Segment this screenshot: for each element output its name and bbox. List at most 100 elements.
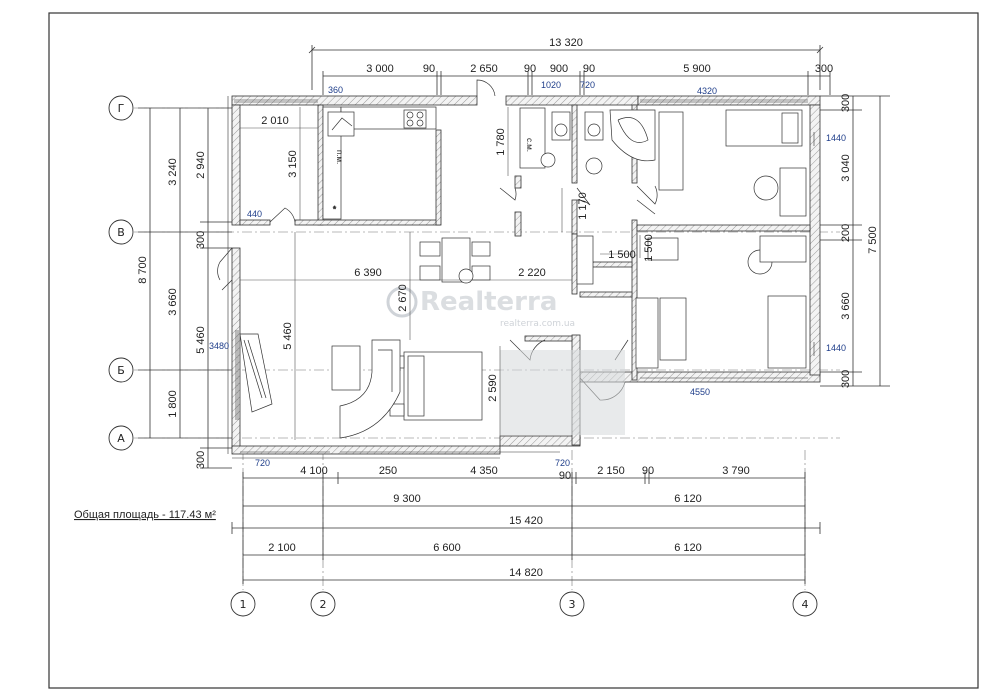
dim-bottom-row3: 15 420 bbox=[509, 515, 543, 527]
desk bbox=[779, 167, 807, 217]
dim-bottom-row1: 250 bbox=[379, 465, 397, 477]
axis-marker-a: А bbox=[108, 425, 134, 451]
fridge-icon: * bbox=[333, 205, 336, 214]
watermark-site: realterra.com.ua bbox=[500, 319, 575, 329]
blue-label: 1440 bbox=[826, 133, 846, 143]
dim-bottom-row1: 90 bbox=[642, 465, 654, 477]
right-dimensions bbox=[820, 95, 890, 387]
walls bbox=[231, 95, 821, 455]
dim-right-inner: 300 bbox=[840, 94, 852, 112]
dim-top-seg: 90 bbox=[583, 63, 595, 75]
dim-interior: 1 170 bbox=[577, 192, 589, 220]
sofa bbox=[658, 111, 684, 191]
dim-interior: 3 150 bbox=[287, 150, 299, 178]
dim-interior: 1 500 bbox=[608, 249, 636, 261]
dim-top-seg: 300 bbox=[815, 63, 833, 75]
tv-stand bbox=[239, 333, 273, 413]
chair bbox=[753, 175, 779, 201]
dim-bottom-row1: 2 150 bbox=[597, 465, 625, 477]
washer-label: с.м. bbox=[525, 138, 534, 152]
dim-right-inner: 3 040 bbox=[840, 154, 852, 182]
dim-right-outer: 7 500 bbox=[867, 226, 879, 254]
dim-interior: 2 670 bbox=[397, 284, 409, 312]
furniture: * bbox=[239, 106, 807, 439]
dim-left-outer: 8 700 bbox=[137, 256, 149, 284]
dim-bottom-row1: 90 bbox=[559, 470, 571, 482]
svg-text:В: В bbox=[117, 226, 125, 239]
dim-interior: 2 220 bbox=[518, 267, 546, 279]
dim-left-inner: 300 bbox=[195, 451, 207, 469]
dim-bottom-row5: 14 820 bbox=[509, 567, 543, 579]
dim-interior: 2 590 bbox=[487, 374, 499, 402]
dim-right-inner: 300 bbox=[840, 370, 852, 388]
washer bbox=[519, 107, 546, 169]
dim-interior: 5 460 bbox=[282, 322, 294, 350]
blue-label: 720 bbox=[580, 80, 595, 90]
blue-label: 440 bbox=[247, 209, 262, 219]
blue-label: 4550 bbox=[690, 387, 710, 397]
dim-bottom-row1: 4 350 bbox=[470, 465, 498, 477]
dim-left-inner: 2 940 bbox=[195, 151, 207, 179]
dim-left-mid: 3 660 bbox=[167, 288, 179, 316]
svg-text:Б: Б bbox=[117, 364, 125, 377]
total-area-label: Общая площадь - 117.43 м² bbox=[74, 509, 216, 521]
axis-marker-1: 1 bbox=[230, 591, 256, 617]
dim-bottom-row4: 6 600 bbox=[433, 542, 461, 554]
blue-label: 3480 bbox=[209, 341, 229, 351]
dim-bottom-row4: 2 100 bbox=[268, 542, 296, 554]
svg-text:Г: Г bbox=[118, 102, 125, 115]
dim-top-seg: 90 bbox=[524, 63, 536, 75]
dim-top-total: 13 320 bbox=[549, 37, 583, 49]
dim-interior: 6 390 bbox=[354, 267, 382, 279]
dim-bottom-row4: 6 120 bbox=[674, 542, 702, 554]
wall-outlines bbox=[227, 96, 500, 459]
top-dimensions bbox=[308, 45, 831, 95]
axis-marker-4: 4 bbox=[792, 591, 818, 617]
coffee-table bbox=[331, 345, 361, 391]
axis-marker-3: 3 bbox=[559, 591, 585, 617]
watermark: Realterra realterra.com.ua bbox=[386, 286, 625, 435]
dim-left-mid: 1 800 bbox=[167, 390, 179, 418]
bed-2 bbox=[767, 295, 807, 369]
interior-dim-lines bbox=[240, 107, 641, 440]
dim-left-mid: 3 240 bbox=[167, 158, 179, 186]
dim-top-seg: 900 bbox=[550, 63, 568, 75]
svg-text:1: 1 bbox=[240, 598, 247, 611]
dim-top-seg: 2 650 bbox=[470, 63, 498, 75]
watermark-brand: Realterra bbox=[420, 287, 557, 317]
bottom-dimensions bbox=[231, 472, 821, 584]
dim-bottom-row2: 9 300 bbox=[393, 493, 421, 505]
dim-left-inner: 5 460 bbox=[195, 326, 207, 354]
svg-text:3: 3 bbox=[569, 598, 576, 611]
sheet-frame bbox=[48, 12, 979, 689]
dim-right-inner: 200 bbox=[840, 224, 852, 242]
dim-bottom-row1: 3 790 bbox=[722, 465, 750, 477]
axis-marker-v: В bbox=[108, 219, 134, 245]
dim-bottom-row2: 6 120 bbox=[674, 493, 702, 505]
dim-interior: 2 010 bbox=[261, 115, 289, 127]
axis-marker-2: 2 bbox=[310, 591, 336, 617]
closet-2 bbox=[635, 297, 659, 369]
left-dimensions bbox=[138, 107, 232, 469]
dim-top-seg: 3 000 bbox=[366, 63, 394, 75]
stove bbox=[403, 109, 427, 129]
closet bbox=[576, 235, 594, 285]
dim-top-seg: 90 bbox=[423, 63, 435, 75]
dishwasher-label: п.м. bbox=[335, 150, 344, 164]
svg-text:А: А bbox=[117, 432, 125, 445]
svg-text:2: 2 bbox=[320, 598, 327, 611]
dim-left-inner: 300 bbox=[195, 231, 207, 249]
blue-label: 4320 bbox=[697, 86, 717, 96]
axis-marker-b: Б bbox=[108, 357, 134, 383]
wardrobe bbox=[659, 297, 687, 361]
dim-right-inner: 3 660 bbox=[840, 292, 852, 320]
blue-label: 720 bbox=[555, 458, 570, 468]
blue-label: 360 bbox=[328, 85, 343, 95]
dim-interior: 1 500 bbox=[643, 234, 655, 262]
svg-text:4: 4 bbox=[802, 598, 809, 611]
blue-label: 1440 bbox=[826, 343, 846, 353]
windows bbox=[234, 99, 815, 453]
axis-marker-g: Г bbox=[108, 95, 134, 121]
dim-top-seg: 5 900 bbox=[683, 63, 711, 75]
